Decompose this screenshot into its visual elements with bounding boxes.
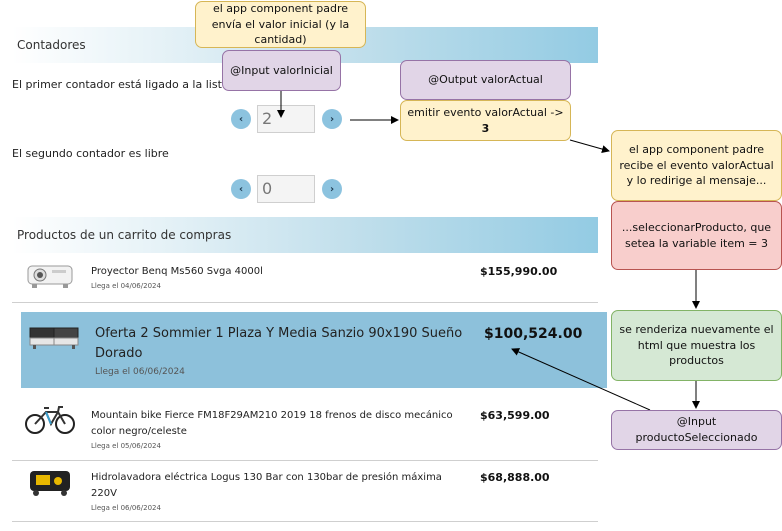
bicycle-icon — [25, 406, 75, 434]
second-counter-input[interactable]: 0 — [257, 175, 315, 203]
product-delivery-date: Llega el 06/06/2024 — [91, 504, 161, 512]
product-name[interactable]: Proyector Benq Ms560 Svga 4000l — [91, 266, 263, 277]
chevron-left-icon: ‹ — [238, 113, 244, 125]
note-select-product: ...seleccionarProducto, que setea la var… — [611, 201, 782, 270]
first-counter-increment-button[interactable]: › — [322, 109, 342, 129]
note-rerender: se renderiza nuevamente el html que mues… — [611, 310, 782, 381]
product-price: $63,599.00 — [480, 409, 550, 422]
emit-event-text: emitir evento valorActual -> 3 — [407, 105, 564, 135]
mattress-icon — [29, 327, 79, 349]
projector-icon — [27, 265, 73, 288]
chevron-right-icon: › — [329, 113, 335, 125]
note-output-valor-actual: @Output valorActual — [400, 60, 571, 100]
note-input-valor-inicial: @Input valorInicial — [222, 50, 341, 91]
counters-title: Contadores — [17, 38, 86, 52]
note-emit-event: emitir evento valorActual -> 3 — [400, 100, 571, 141]
chevron-left-icon: ‹ — [238, 183, 244, 195]
note-input-producto-seleccionado: @Input productoSeleccionado — [611, 410, 782, 450]
first-counter-decrement-button[interactable]: ‹ — [231, 109, 251, 129]
product-name[interactable]: Oferta 2 Sommier 1 Plaza Y Media Sanzio … — [95, 326, 463, 361]
first-counter-label: El primer contador está ligado a la list — [12, 78, 222, 91]
second-counter-label: El segundo contador es libre — [12, 147, 169, 160]
first-counter-input[interactable]: 2 — [257, 105, 315, 133]
product-divider — [12, 302, 598, 303]
product-divider — [12, 521, 598, 522]
product-price: $68,888.00 — [480, 471, 550, 484]
arrow-emit-to-parent — [569, 139, 610, 153]
product-delivery-date: Llega el 05/06/2024 — [91, 442, 161, 450]
pressure-washer-icon — [30, 471, 70, 496]
product-delivery-date: Llega el 06/06/2024 — [95, 367, 185, 377]
product-delivery-date: Llega el 04/06/2024 — [91, 282, 161, 290]
second-counter-decrement-button[interactable]: ‹ — [231, 179, 251, 199]
note-parent-sends-initial: el app component padre envía el valor in… — [195, 1, 366, 48]
product-price: $155,990.00 — [480, 265, 558, 278]
product-price: $100,524.00 — [484, 326, 583, 342]
second-counter-increment-button[interactable]: › — [322, 179, 342, 199]
chevron-right-icon: › — [329, 183, 335, 195]
product-divider — [12, 460, 598, 461]
selected-product-row[interactable] — [21, 312, 607, 388]
products-header: Productos de un carrito de compras — [12, 217, 598, 253]
product-name[interactable]: Mountain bike Fierce FM18F29AM210 2019 1… — [91, 410, 453, 437]
product-name[interactable]: Hidrolavadora eléctrica Logus 130 Bar co… — [91, 472, 442, 499]
note-parent-receives: el app component padre recibe el evento … — [611, 130, 782, 201]
products-title: Productos de un carrito de compras — [17, 228, 232, 242]
